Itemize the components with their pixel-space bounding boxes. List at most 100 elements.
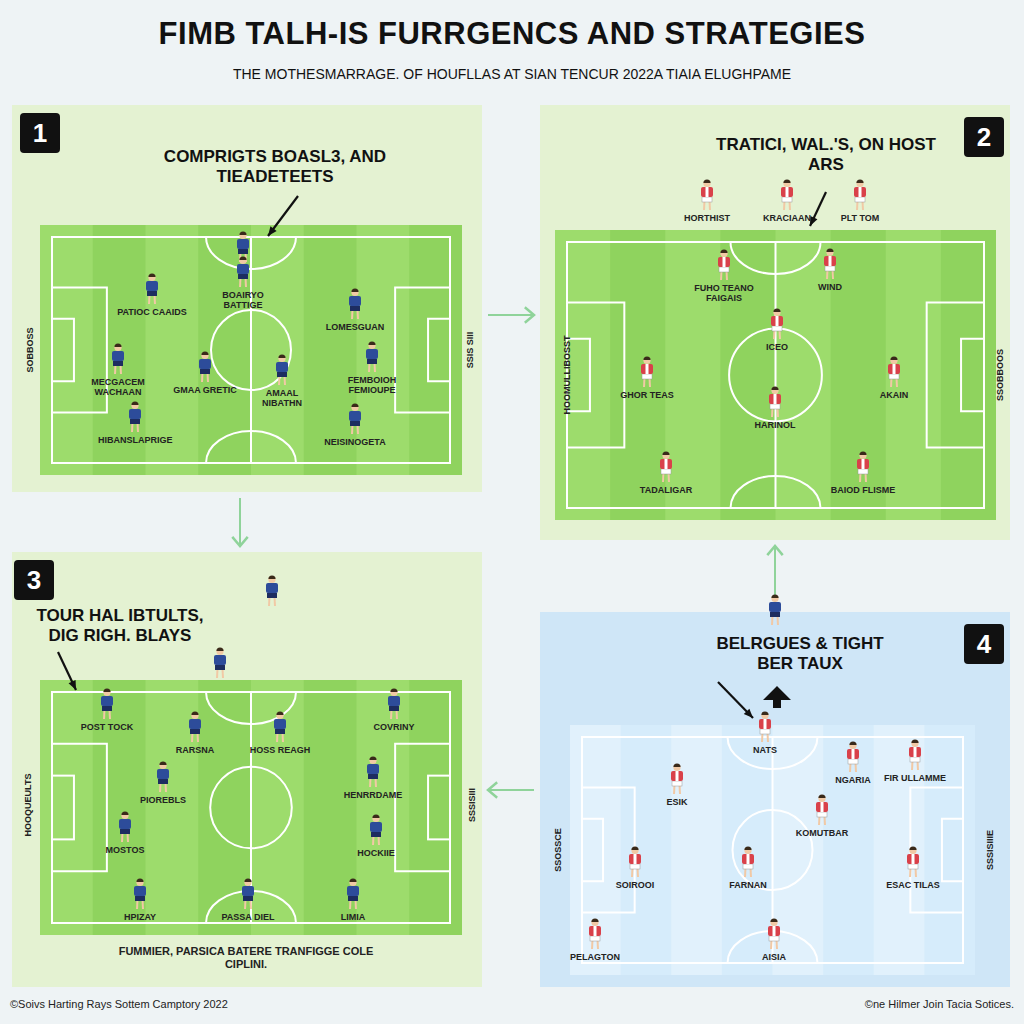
player-figure [781, 179, 793, 210]
player-figure [237, 256, 249, 287]
player-label: HORTHIST [684, 213, 730, 223]
player-label: HPIZAY [124, 912, 156, 922]
diagram-title: FIMB TALH-IS FURRGENCS AND STRATEGIES [0, 16, 1024, 52]
player-figure [276, 354, 288, 385]
player-figure [214, 647, 226, 678]
side-label: SOBBOSS [25, 327, 35, 372]
player-figure [157, 761, 169, 792]
player-figure [771, 308, 783, 339]
football-pitch [570, 725, 975, 975]
player-label: FIR ULLAMME [884, 773, 946, 783]
flow-arrow [488, 782, 534, 797]
player-label: BAIOD FLISME [831, 485, 896, 495]
flow-arrow [767, 546, 782, 606]
player-label: PELAGTON [570, 952, 620, 962]
player-label: FARNAN [729, 880, 767, 890]
player-label: KRACIAAN [763, 213, 811, 223]
player-figure [101, 688, 113, 719]
leader-arrow [718, 682, 753, 718]
side-label: SSSISIIIE [985, 830, 995, 870]
callout-number: 4 [964, 624, 1004, 664]
player-figure [759, 711, 771, 742]
player-label: PATIOC CAAIDS [117, 307, 187, 317]
player-label: PASSA DIEL [221, 912, 274, 922]
player-label: MECGACEM WACHAAN [81, 377, 155, 398]
player-label: NATS [753, 745, 777, 755]
player-figure [146, 273, 158, 304]
player-figure [660, 451, 672, 482]
panel-caption: FUMMIER, PARSICA BATERE TRANFIGGE COLE C… [116, 945, 376, 970]
player-label: NGARIA [835, 775, 871, 785]
callout-number: 2 [964, 117, 1004, 157]
player-label: LOMESGUAN [326, 322, 385, 332]
player-figure [768, 918, 780, 949]
player-label: ESIK [666, 797, 687, 807]
player-figure [769, 386, 781, 417]
flow-arrow [232, 498, 247, 546]
player-figure [189, 711, 201, 742]
up-arrow-symbol [763, 686, 791, 708]
player-label: LIMIA [341, 912, 366, 922]
player-figure [701, 179, 713, 210]
subtitle: THE MOTHESMARRAGE. OF HOUFLLAS AT SIAN T… [12, 66, 1012, 82]
player-label: TADALIGAR [640, 485, 692, 495]
player-figure [347, 878, 359, 909]
football-pitch [555, 230, 996, 520]
player-figure [909, 739, 921, 770]
callout-number: 1 [20, 113, 60, 153]
player-label: PLT TOM [841, 213, 880, 223]
football-pitch [40, 225, 462, 475]
player-figure [134, 878, 146, 909]
side-label: HOOMULLIBOSST [562, 336, 572, 415]
player-figure [847, 741, 859, 772]
player-figure [824, 248, 836, 279]
player-figure [854, 179, 866, 210]
callout-number: 3 [14, 560, 54, 600]
leader-arrow [810, 192, 826, 226]
player-label: FUHO TEANO FAIGAIS [687, 283, 761, 304]
player-label: HENRRDAME [344, 790, 403, 800]
player-label: FEMBOIOH FEMIOUPE [335, 375, 409, 396]
player-label: AKAIN [880, 390, 909, 400]
player-label: HOCKIIE [357, 848, 395, 858]
player-figure [816, 794, 828, 825]
player-label: ICEO [766, 342, 788, 352]
player-figure [274, 711, 286, 742]
player-label: WIND [818, 282, 842, 292]
player-figure [888, 356, 900, 387]
player-figure [589, 918, 601, 949]
player-figure [857, 451, 869, 482]
player-figure [119, 811, 131, 842]
player-label: POST TOCK [81, 722, 133, 732]
player-label: HIBANSLAPRIGE [98, 435, 172, 445]
player-figure [349, 288, 361, 319]
player-figure [112, 343, 124, 374]
player-figure [266, 575, 278, 606]
player-label: HARINOL [755, 420, 796, 430]
player-label: SOIROOI [616, 880, 655, 890]
player-figure [199, 351, 211, 382]
footer-note: ©Soivs Harting Rays Sottem Camptory 2022 [10, 998, 228, 1011]
player-label: HOSS REAGH [250, 745, 311, 755]
player-figure [129, 401, 141, 432]
panel-heading: TRATICI, WAL.'S, ON HOST ARS [716, 135, 936, 174]
player-label: RARSNA [176, 745, 215, 755]
panel-heading: BELRGUES & TIGHT BER TAUX [705, 634, 895, 673]
player-figure [718, 249, 730, 280]
player-label: AISIA [762, 952, 786, 962]
player-label: COVRINY [373, 722, 414, 732]
panel-heading: COMPRIGTS BOASL3, AND TIEADETEETS [160, 147, 390, 186]
side-label: SSOSSCE [553, 828, 563, 872]
panel-heading: TOUR HAL IBTULTS, DIG RIGH. BLAYS [20, 606, 220, 645]
player-figure [769, 594, 781, 625]
player-label: GMAA GRETIC [173, 385, 237, 395]
player-label: GHOR TEAS [620, 390, 674, 400]
player-figure [367, 756, 379, 787]
flow-arrow [488, 307, 534, 322]
leader-arrow [58, 652, 76, 690]
player-figure [388, 688, 400, 719]
player-figure [907, 846, 919, 877]
player-label: MOSTOS [106, 845, 145, 855]
football-pitch [40, 680, 462, 935]
player-label: ESAC TILAS [886, 880, 940, 890]
